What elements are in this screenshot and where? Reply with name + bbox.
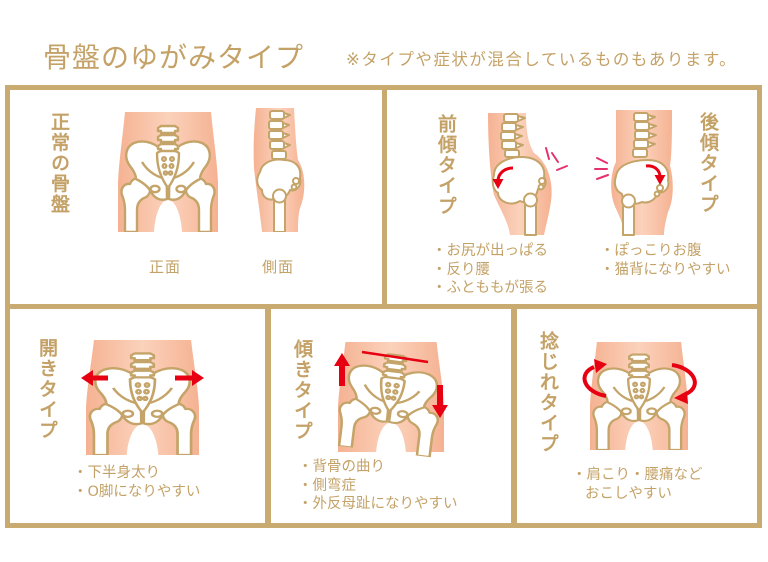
posterior-tilt-symptoms: ・ぽっこりお腹 ・猫背になりやすい <box>600 242 731 279</box>
arrow-left-icon <box>81 370 108 386</box>
anterior-tilt-title: 前傾タイプ <box>435 114 457 217</box>
arrow-right-icon <box>175 370 204 386</box>
normal-pelvis-illustration <box>118 108 306 232</box>
symptom-item: ・反り腰 <box>432 261 490 278</box>
symptom-item: ・外反母趾になりやすい <box>298 496 458 512</box>
symptom-item: ・ふとももが張る <box>432 280 548 296</box>
pelvis-anterior-tilt-icon <box>488 113 568 236</box>
open-type-title: 開きタイプ <box>36 338 58 441</box>
twist-type-title: 捻じれタイプ <box>537 331 559 454</box>
curved-arrow-left-icon <box>582 359 607 398</box>
rotation-arrow-icon <box>492 166 514 189</box>
anterior-tilt-symptoms: ・お尻が出っぱる ・反り腰 ・ふとももが張る <box>432 242 548 298</box>
rotation-arrow-icon <box>645 164 666 185</box>
pelvis-twist-icon <box>582 342 697 450</box>
front-view-label: 正面 <box>149 258 182 276</box>
curved-arrow-right-icon <box>671 363 697 404</box>
side-view-label: 側面 <box>262 258 295 276</box>
symptom-item-continued: おこしやすい <box>585 485 672 502</box>
emphasis-lines-icon <box>594 157 609 180</box>
symptom-item: ・肩こり・腰痛など <box>572 467 703 483</box>
emphasis-lines-icon <box>545 147 568 171</box>
symptom-item: ・背骨の曲り <box>298 459 385 475</box>
mixed-types-note: ※タイプや症状が混合しているものもあります。 <box>346 50 738 69</box>
pelvis-front-view-icon <box>118 112 218 232</box>
symptom-item: ・下半身太り <box>73 465 160 481</box>
twist-type-symptoms: ・肩こり・腰痛など おこしやすい <box>572 466 703 503</box>
tilt-line-icon <box>361 350 429 364</box>
pelvis-side-view-icon <box>252 108 306 232</box>
open-type-symptoms: ・下半身太り ・O脚になりやすい <box>73 464 200 501</box>
page-title: 骨盤のゆがみタイプ <box>43 41 305 74</box>
pelvis-open-icon <box>81 340 204 455</box>
panel-twist-type <box>511 304 762 528</box>
posterior-tilt-title: 後傾タイプ <box>697 112 719 215</box>
arrow-up-icon <box>334 353 350 386</box>
pelvis-posterior-tilt-icon <box>594 110 673 236</box>
normal-pelvis-title: 正常の骨盤 <box>48 112 70 215</box>
pelvis-lateral-tilt-icon <box>334 342 448 459</box>
symptom-item: ・O脚になりやすい <box>73 483 201 500</box>
symptom-item: ・猫背になりやすい <box>600 261 731 278</box>
arrow-down-icon <box>432 385 448 418</box>
tilt-type-title: 傾きタイプ <box>291 339 313 442</box>
symptom-item: ・ぽっこりお腹 <box>600 243 702 259</box>
symptom-item: ・お尻が出っぱる <box>432 243 548 259</box>
symptom-item: ・側弯症 <box>298 477 356 494</box>
tilt-type-symptoms: ・背骨の曲り ・側弯症 ・外反母趾になりやすい <box>298 458 458 514</box>
